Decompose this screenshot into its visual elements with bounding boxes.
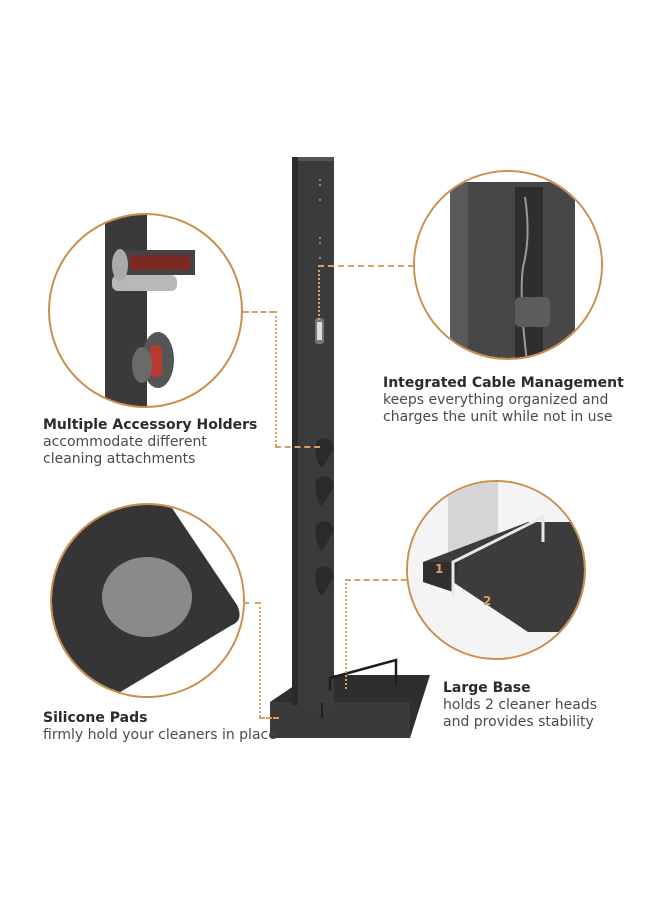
silicone-pads-detail-image [50,503,245,698]
connector-pads-bottom [259,717,279,719]
feature-title: Multiple Accessory Holders [43,417,258,433]
connector-base-v [345,579,347,689]
base-marker-1: 1 [435,562,444,576]
connector-pads-v [259,602,261,717]
connector-cable-v [318,265,320,320]
cable-management-detail-image [413,170,603,360]
feature-accessory-holders: Multiple Accessory Holders accommodate d… [43,417,257,468]
feature-desc-line: cleaning attachments [43,451,196,467]
feature-title: Integrated Cable Management [383,375,624,391]
feature-title: Large Base [443,680,531,696]
feature-desc-line: firmly hold your cleaners in place [43,727,277,743]
feature-desc-line: charges the unit while not in use [383,409,613,425]
connector-accessory-v [275,311,277,446]
connector-accessory-top [243,311,275,313]
stand-product-image [270,150,430,750]
accessory-holders-detail-image [48,213,243,408]
large-base-detail-image: 1 2 [406,480,586,660]
connector-base-h [345,579,407,581]
feature-desc-line: keeps everything organized and [383,392,609,408]
feature-title: Silicone Pads [43,710,148,726]
feature-cable-management: Integrated Cable Management keeps everyt… [383,375,624,426]
feature-silicone-pads: Silicone Pads firmly hold your cleaners … [43,710,277,744]
connector-pads-h [243,602,261,604]
feature-large-base: Large Base holds 2 cleaner heads and pro… [443,680,597,731]
feature-desc-line: holds 2 cleaner heads [443,697,598,713]
feature-desc-line: accommodate different [43,434,207,450]
feature-desc-line: and provides stability [443,714,594,730]
connector-accessory-bottom [275,446,320,448]
connector-cable-h [318,265,414,267]
base-marker-2: 2 [483,594,492,608]
